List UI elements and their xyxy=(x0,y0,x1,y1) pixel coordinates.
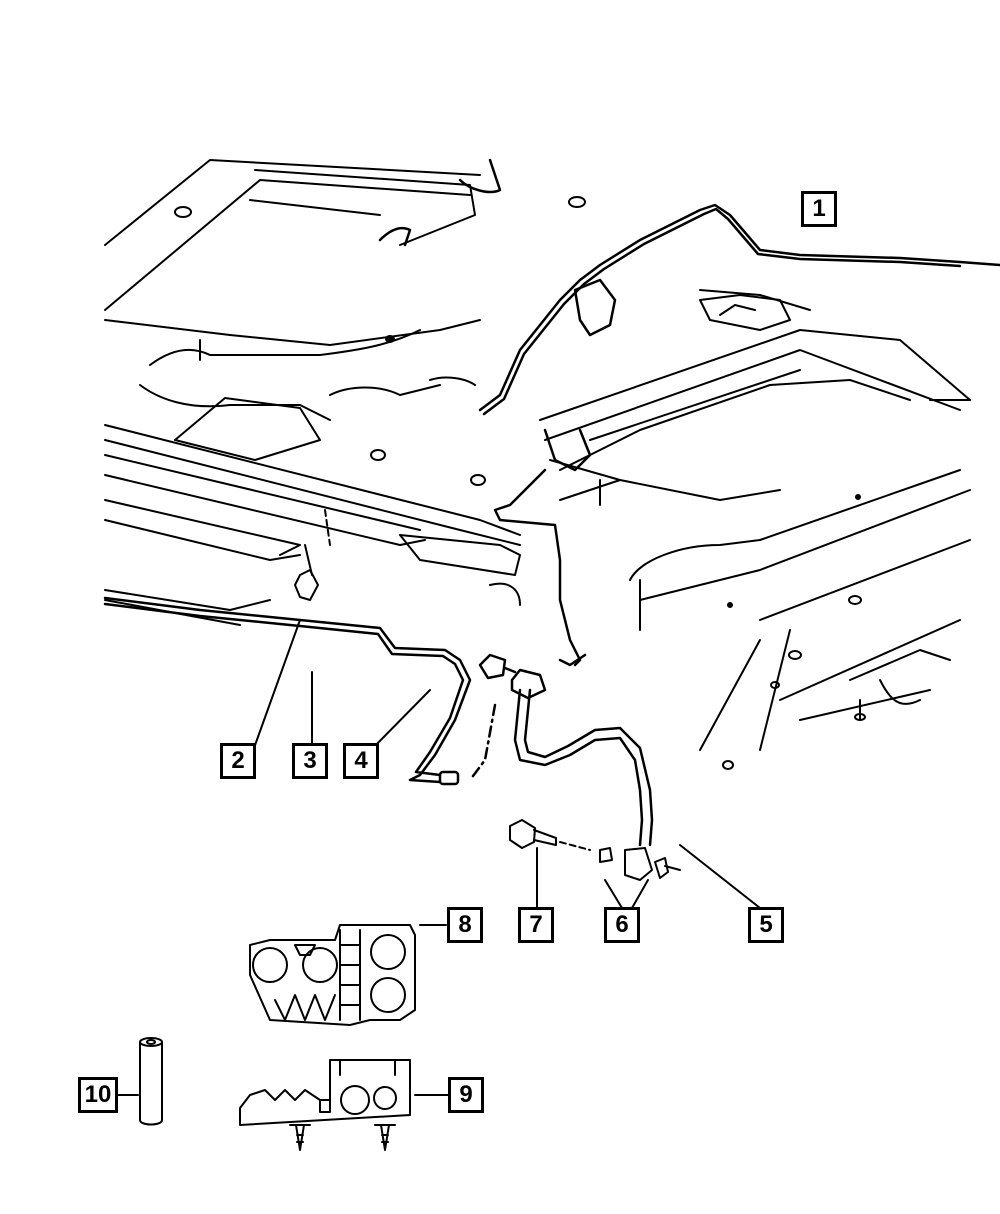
callout-4[interactable]: 4 xyxy=(343,743,379,779)
callout-8[interactable]: 8 xyxy=(447,907,483,943)
tube-sleeve xyxy=(139,1037,163,1126)
callout-2[interactable]: 2 xyxy=(220,743,256,779)
callout-1[interactable]: 1 xyxy=(801,191,837,227)
callout-7[interactable]: 7 xyxy=(518,907,554,943)
brake-hose xyxy=(468,653,654,847)
bolt-and-clips xyxy=(509,819,681,881)
callout-5[interactable]: 5 xyxy=(748,907,784,943)
callout-10[interactable]: 10 xyxy=(78,1077,118,1113)
brake-line-rear xyxy=(103,596,472,786)
callout-9[interactable]: 9 xyxy=(448,1077,484,1113)
leader-lines xyxy=(117,619,761,1096)
clip-with-push-pins xyxy=(239,1059,411,1151)
fitting xyxy=(294,509,331,601)
underbody-floor-pan xyxy=(104,159,586,626)
retainer-clip xyxy=(249,924,416,1026)
underbody-tank-region xyxy=(539,289,971,770)
callout-6[interactable]: 6 xyxy=(604,907,640,943)
brake-line-main xyxy=(378,158,1000,667)
callout-3[interactable]: 3 xyxy=(292,743,328,779)
